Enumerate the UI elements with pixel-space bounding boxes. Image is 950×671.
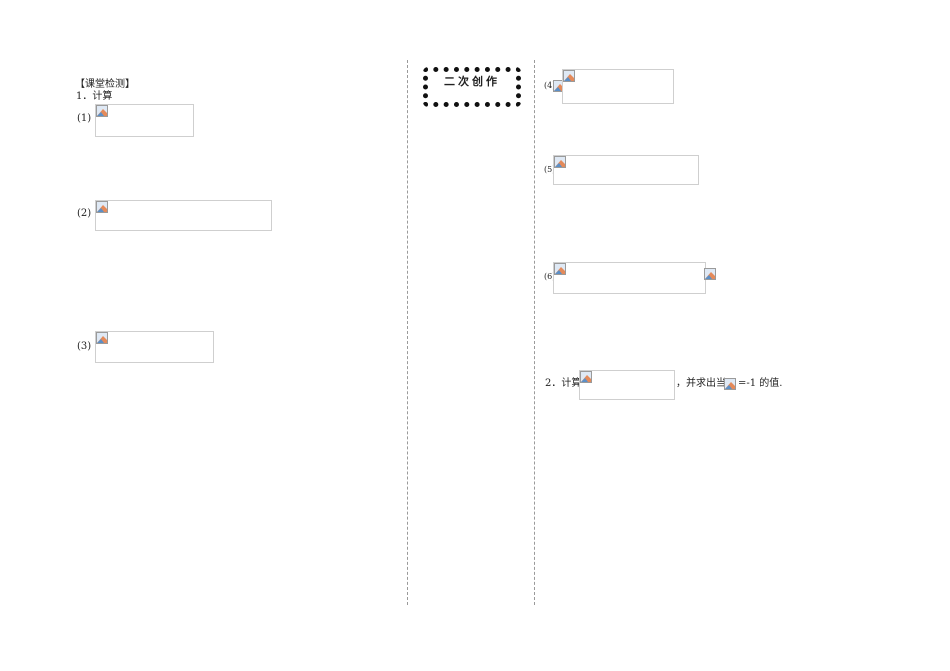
broken-image-icon: [704, 268, 716, 280]
second-creation-badge: 二次创作: [423, 67, 521, 107]
item-label-2: (2): [77, 208, 92, 219]
formula-image-3: [95, 331, 214, 363]
section-title: 【课堂检测】: [75, 79, 135, 90]
broken-image-icon: [580, 371, 592, 383]
item-label-5: (5): [544, 165, 556, 174]
question-2-prefix: 2．计算: [545, 378, 582, 389]
formula-image-4: [562, 69, 674, 104]
badge-text: 二次创作: [444, 75, 500, 88]
formula-image-2: [95, 200, 272, 231]
formula-image-6: [553, 262, 706, 294]
item-label-4: (4): [544, 81, 556, 90]
column-divider-left: [407, 60, 408, 605]
formula-image-7: [579, 370, 675, 400]
column-divider-right: [534, 60, 535, 605]
broken-image-icon: [563, 70, 575, 82]
item-label-1: (1): [77, 113, 92, 124]
question-1-heading: 1．计算: [76, 91, 113, 102]
broken-image-icon: [96, 332, 108, 344]
formula-image-5: [553, 155, 699, 185]
broken-image-icon: [724, 378, 736, 390]
item-label-3: (3): [77, 341, 92, 352]
broken-image-icon: [96, 105, 108, 117]
broken-image-icon: [96, 201, 108, 213]
formula-image-1: [95, 104, 194, 137]
broken-image-icon: [554, 263, 566, 275]
item-label-6: (6): [544, 272, 556, 281]
broken-image-icon: [554, 156, 566, 168]
question-2-middle: ，并求出当: [676, 378, 726, 389]
question-2-suffix: =-1 的值.: [738, 378, 783, 389]
